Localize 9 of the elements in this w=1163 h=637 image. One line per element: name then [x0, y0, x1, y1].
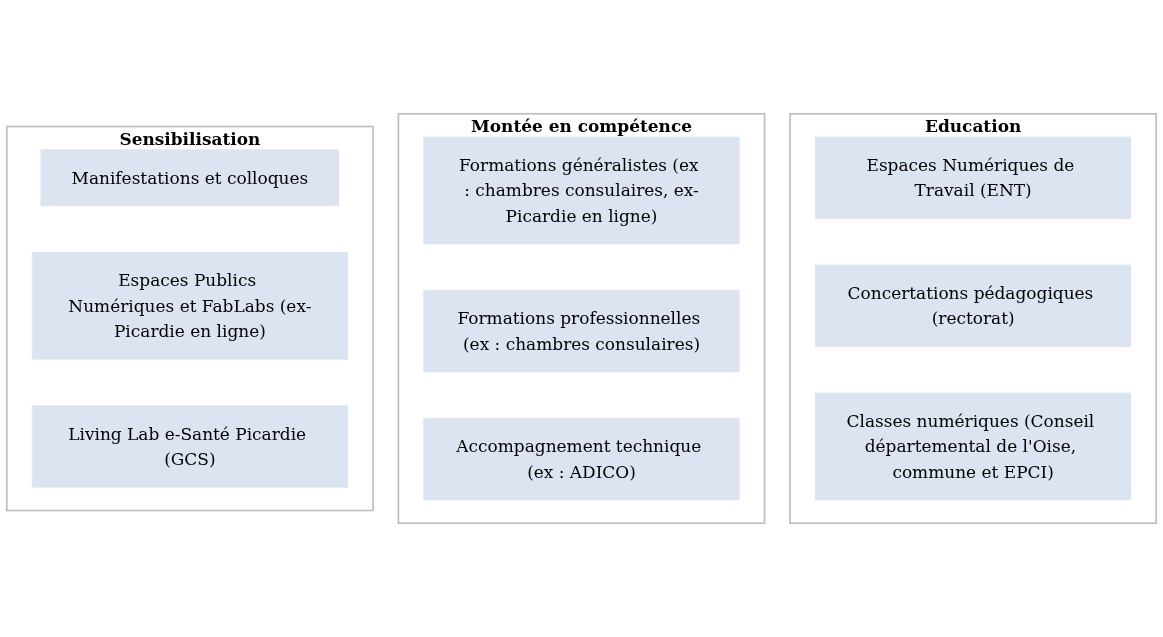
node-box: Accompagnement technique (ex : ADICO) [423, 418, 740, 501]
node-box: Living Lab e-Santé Picardie (GCS) [31, 405, 348, 488]
node-box: Formations généralistes (ex : chambres consulaires, ex-Picardie en ligne) [423, 136, 740, 245]
node-box: Formations professionnelles (ex : chambres consulaires) [423, 290, 740, 373]
node-box: Manifestations et colloques [40, 149, 340, 207]
node-box: Classes numériques (Conseil départemental de l'Oise, commune et EPCI) [815, 392, 1132, 501]
node-box: Espaces Publics Numériques et FabLabs (ex-Picardie en ligne) [31, 251, 348, 360]
node-box: Concertations pédagogiques (rectorat) [815, 264, 1132, 347]
node-box: Espaces Numériques de Travail (ENT) [815, 136, 1132, 219]
